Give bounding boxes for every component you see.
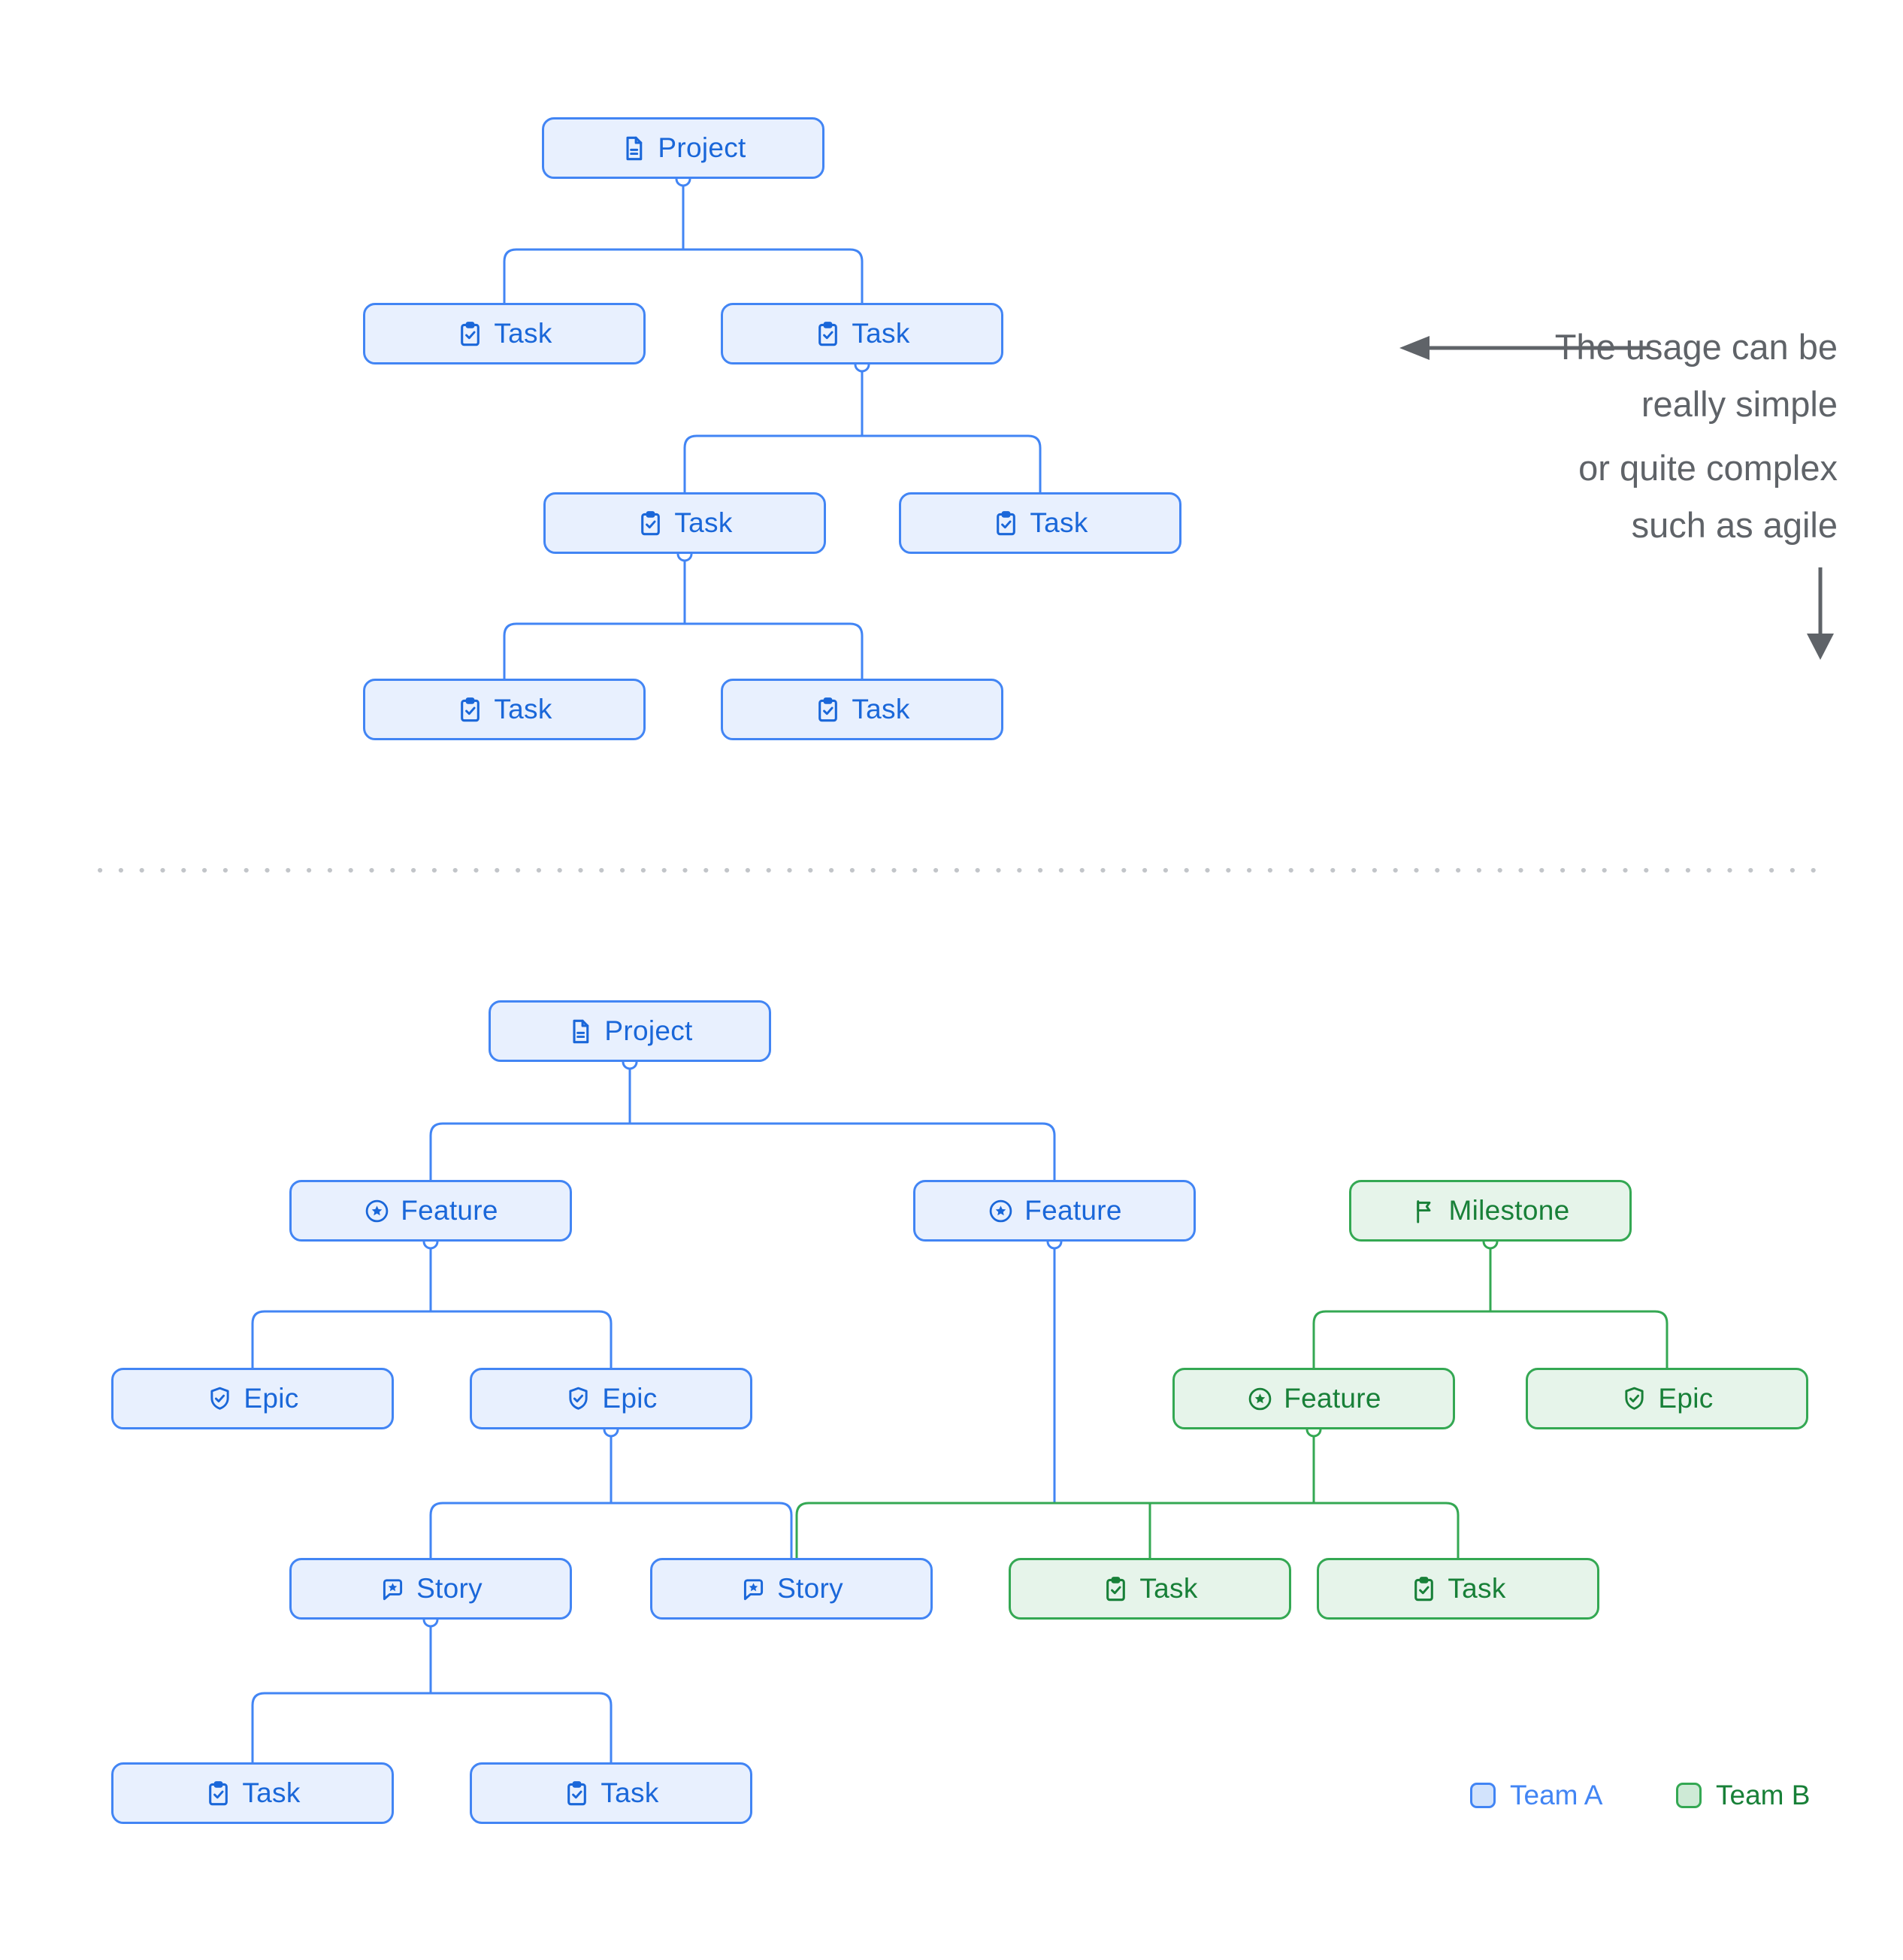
node-label: Task <box>494 694 552 724</box>
connector-blue <box>685 622 864 679</box>
epic-icon <box>564 1385 592 1413</box>
milestone-icon <box>1411 1197 1439 1225</box>
task-icon <box>1410 1575 1438 1603</box>
connector-blue <box>251 1310 431 1368</box>
node-top-task-6: Task <box>721 679 1003 740</box>
annotation-line: The usage can be <box>1554 327 1838 367</box>
connector-blue <box>431 1692 613 1762</box>
node-top-task-3: Task <box>543 492 826 554</box>
team-b-swatch <box>1676 1783 1702 1808</box>
connector-blue <box>429 1502 611 1558</box>
annotation-note: The usage can be really simple or quite … <box>1312 319 1838 554</box>
epic-icon <box>1620 1385 1648 1413</box>
task-icon <box>456 696 484 724</box>
team-a-swatch <box>1470 1783 1496 1808</box>
task-icon <box>204 1780 232 1807</box>
node-bot-milestone: Milestone <box>1349 1180 1632 1242</box>
connector-green <box>1312 1310 1490 1368</box>
connector-blue <box>503 248 683 303</box>
node-label: Milestone <box>1448 1195 1570 1226</box>
node-bot-task-1: Task <box>111 1762 394 1824</box>
node-label: Task <box>852 694 910 724</box>
annotation-line: such as agile <box>1631 505 1838 545</box>
node-top-task-1: Task <box>363 303 646 364</box>
connector-blue <box>611 1502 793 1558</box>
task-icon <box>814 320 842 348</box>
node-label: Task <box>1448 1573 1506 1604</box>
task-icon <box>992 510 1020 537</box>
connector-blue <box>431 1310 613 1368</box>
node-bot-feature-1: Feature <box>289 1180 572 1242</box>
node-label: Epic <box>1658 1383 1714 1414</box>
node-label: Story <box>416 1573 483 1604</box>
node-bot-project: Project <box>489 1000 771 1062</box>
node-bot-story-1: Story <box>289 1558 572 1620</box>
node-bot-gepic: Epic <box>1526 1368 1808 1429</box>
story-icon <box>379 1575 407 1603</box>
node-label: Epic <box>602 1383 658 1414</box>
node-label: Task <box>852 318 910 349</box>
node-label: Task <box>1030 507 1088 538</box>
feature-icon <box>363 1197 391 1225</box>
node-top-task-5: Task <box>363 679 646 740</box>
node-bot-gtask-2: Task <box>1317 1558 1599 1620</box>
document-icon <box>567 1018 594 1045</box>
epic-icon <box>206 1385 234 1413</box>
node-label: Task <box>242 1777 301 1808</box>
annotation-line: or quite complex <box>1578 448 1838 488</box>
task-icon <box>563 1780 591 1807</box>
node-top-project: Project <box>542 117 824 179</box>
node-label: Feature <box>1024 1195 1122 1226</box>
connector-blue <box>630 1122 1056 1180</box>
node-label: Story <box>777 1573 843 1604</box>
legend-item-team-a: Team A <box>1470 1780 1602 1811</box>
task-icon <box>456 320 484 348</box>
node-bot-epic-1: Epic <box>111 1368 394 1429</box>
node-bot-epic-2: Epic <box>470 1368 752 1429</box>
connector-green <box>795 1502 1314 1558</box>
connector-green <box>1314 1502 1460 1558</box>
node-label: Project <box>658 132 746 163</box>
node-label: Project <box>604 1015 693 1046</box>
node-label: Task <box>674 507 733 538</box>
connector-green <box>1490 1310 1669 1368</box>
legend-label-team-b: Team B <box>1716 1780 1811 1810</box>
connector-blue <box>251 1692 431 1762</box>
node-bot-feature-2: Feature <box>913 1180 1196 1242</box>
legend-item-team-b: Team B <box>1676 1780 1810 1811</box>
node-bot-story-2: Story <box>650 1558 933 1620</box>
story-icon <box>740 1575 767 1603</box>
feature-icon <box>1246 1385 1274 1413</box>
connector-blue <box>429 1122 630 1180</box>
connector-blue <box>862 434 1042 492</box>
task-icon <box>637 510 664 537</box>
node-bot-task-2: Task <box>470 1762 752 1824</box>
down-arrow <box>1807 567 1834 660</box>
node-bot-gfeature: Feature <box>1172 1368 1455 1429</box>
document-icon <box>620 135 648 162</box>
feature-icon <box>987 1197 1015 1225</box>
node-bot-gtask-1: Task <box>1009 1558 1291 1620</box>
node-label: Feature <box>1284 1383 1381 1414</box>
node-top-task-2: Task <box>721 303 1003 364</box>
task-icon <box>1102 1575 1130 1603</box>
node-top-task-4: Task <box>899 492 1181 554</box>
node-label: Feature <box>401 1195 498 1226</box>
node-label: Task <box>494 318 552 349</box>
node-label: Epic <box>244 1383 299 1414</box>
annotation-line: really simple <box>1641 384 1838 424</box>
legend-label-team-a: Team A <box>1510 1780 1603 1810</box>
node-label: Task <box>601 1777 659 1808</box>
connector-blue <box>683 434 862 492</box>
connector-blue <box>683 248 864 303</box>
task-icon <box>814 696 842 724</box>
legend: Team A Team B <box>0 1780 1903 1816</box>
connector-blue <box>503 622 685 679</box>
node-label: Task <box>1139 1573 1198 1604</box>
